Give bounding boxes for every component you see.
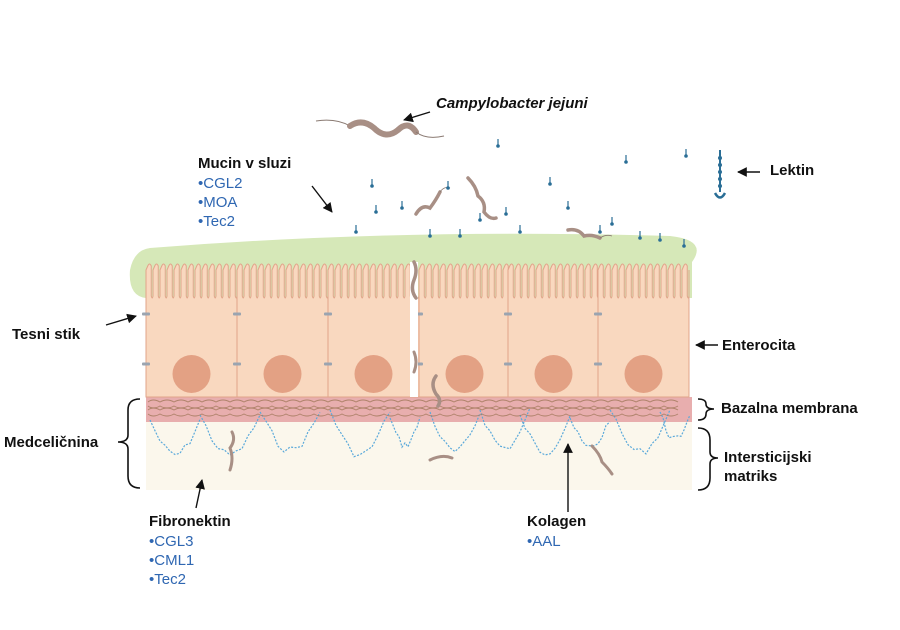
collagen-lectin-1: •AAL	[527, 533, 561, 550]
mucin-arrow	[311, 185, 333, 213]
fibronectin-strand	[609, 409, 671, 455]
lectin-particle	[548, 177, 552, 186]
bacterium-arrow	[403, 111, 431, 123]
enterocyte-layer	[142, 263, 690, 398]
interstitial-brace	[697, 427, 719, 491]
lectin-particle	[624, 155, 628, 164]
lectin-icon	[713, 150, 727, 199]
lectin-particle	[504, 207, 508, 216]
lectin-label: Lektin	[770, 162, 815, 179]
fibronectin-arrow	[195, 479, 205, 509]
tight-junction	[233, 362, 241, 366]
tight-junction	[142, 362, 150, 366]
fibronectin-strand	[389, 417, 421, 449]
tight-junction	[233, 312, 241, 316]
mucin-label: Mucin v sluzi	[198, 155, 292, 172]
lectin-particle	[638, 231, 642, 240]
mucin-lectin-3: •Tec2	[198, 213, 235, 230]
lectin-particles	[354, 139, 688, 248]
paracellular-gap	[410, 262, 418, 397]
bacterium-label: Campylobacter jejuni	[436, 95, 588, 112]
collagen-strand	[147, 407, 679, 411]
interstitial-label-line2: matriks	[724, 468, 778, 485]
fibronectin-strand	[329, 409, 391, 458]
mucin-lectin-1: •CGL2	[198, 175, 243, 192]
nucleus	[445, 355, 484, 393]
lectin-particle	[658, 233, 662, 242]
lectin-particle	[458, 229, 462, 238]
nucleus	[624, 355, 663, 393]
enterocyte-cell	[504, 263, 600, 398]
lectin-particle	[400, 201, 404, 210]
lectin-particle	[370, 179, 374, 188]
fibronectin-lectin-1: •CGL3	[149, 533, 194, 550]
interstitial-matrix	[146, 422, 692, 490]
enterocyte-label: Enterocita	[722, 337, 796, 354]
lectin-particle	[598, 225, 602, 234]
fibronectin-lectin-2: •CML1	[149, 552, 195, 569]
collagen-label: Kolagen	[527, 513, 587, 530]
nucleus	[534, 355, 573, 393]
tight-junction	[504, 362, 512, 366]
fibronectin-lectin-3: •Tec2	[149, 571, 186, 588]
nucleus	[172, 355, 211, 393]
tight-junction	[594, 362, 602, 366]
extracellular-brace	[117, 398, 141, 489]
fibronectin-strand	[259, 411, 321, 453]
lectin-particle	[496, 139, 500, 148]
enterocyte-cell	[324, 263, 420, 398]
fibronectin-strand	[519, 414, 571, 456]
basal-brace	[697, 398, 715, 421]
lectin-particle	[374, 205, 378, 214]
tight-junction-arrow	[105, 313, 137, 326]
enterocyte-cell	[233, 263, 329, 398]
lectin-particle	[446, 181, 450, 190]
lectin-particle	[566, 201, 570, 210]
lectin-particle	[428, 229, 432, 238]
lectin-particle	[610, 217, 614, 226]
extracellular-label: Medceličnina	[4, 434, 99, 451]
collagen-strands	[147, 399, 679, 417]
bacterium-large	[315, 119, 445, 138]
collagen-strand	[147, 399, 679, 403]
bacterium-matrix	[228, 430, 614, 476]
tight-junction	[594, 312, 602, 316]
fibronectin-strand	[479, 407, 531, 450]
tight-junction-label: Tesni stik	[12, 326, 81, 343]
enterocyte-cell	[142, 263, 238, 398]
bacterium-small-3	[566, 227, 613, 240]
fibronectin-strand	[429, 411, 481, 453]
fibronectin-label: Fibronektin	[149, 513, 231, 530]
mucin-lectin-2: •MOA	[198, 194, 238, 211]
fibronectin-strand	[569, 417, 611, 447]
lectin-particle	[478, 213, 482, 222]
enterocyte-cell	[415, 263, 511, 398]
fibronectin-strand	[659, 411, 691, 439]
tight-junction	[504, 312, 512, 316]
tight-junction	[142, 312, 150, 316]
nucleus	[354, 355, 393, 393]
fibronectin-strand	[149, 419, 201, 456]
interstitial-label-line1: Intersticijski	[724, 449, 812, 466]
bacterium-small-1	[414, 187, 451, 216]
collagen-strand	[147, 413, 679, 417]
nucleus	[263, 355, 302, 393]
basal-membrane-label: Bazalna membrana	[721, 400, 858, 417]
lectin-particle	[354, 225, 358, 234]
lectin-particle	[682, 239, 686, 248]
tight-junction	[324, 312, 332, 316]
bacterium-small-2	[466, 176, 498, 221]
bacterium-invading	[410, 260, 442, 408]
fibronectin-fibers	[149, 407, 691, 458]
lectin-particle	[518, 225, 522, 234]
lectin-particle	[684, 149, 688, 158]
basal-membrane	[146, 397, 692, 422]
collagen-strand	[147, 405, 679, 409]
enterocyte-cell	[594, 263, 690, 398]
tight-junction	[324, 362, 332, 366]
